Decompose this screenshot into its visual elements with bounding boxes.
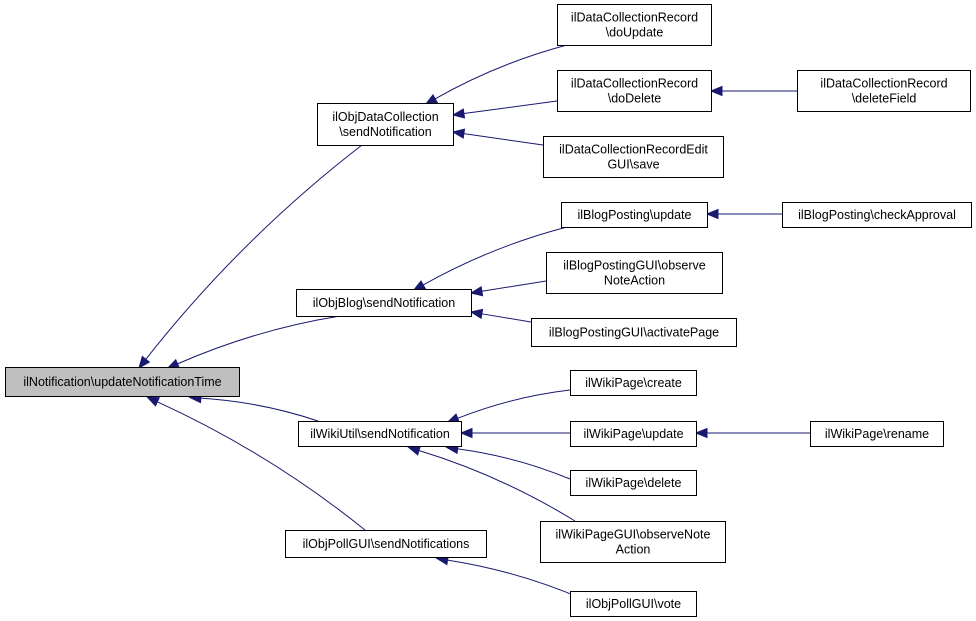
node-label-line: ilBlogPostingGUI\activatePage <box>549 326 719 340</box>
edges-layer <box>138 44 811 601</box>
node-label-line: GUI\save <box>607 158 659 172</box>
node-box <box>782 202 972 228</box>
node-blogpost-check[interactable]: ilBlogPosting\checkApproval <box>782 202 972 228</box>
edge-wiki_create-to-wikiutil_send <box>457 389 571 419</box>
node-label-line: ilDataCollectionRecord <box>820 77 947 91</box>
node-label-line: ilBlogPostingGUI\observe <box>563 259 705 273</box>
node-label-line: \sendNotification <box>339 125 431 139</box>
node-wikiutil-send[interactable]: ilWikiUtil\sendNotification <box>298 421 462 447</box>
node-label-line: ilNotification\updateNotificationTime <box>23 375 221 389</box>
node-label-line: ilWikiPage\rename <box>825 427 929 441</box>
node-objblog-send[interactable]: ilObjBlog\sendNotification <box>296 289 472 317</box>
node-label-line: ilObjPollGUI\vote <box>586 597 681 611</box>
edge-blogpostgui_activate-to-objblog_send <box>481 313 532 323</box>
node-box <box>797 70 971 112</box>
node-label-line: ilDataCollectionRecord <box>571 11 698 25</box>
arrowhead-dcr_deletefield-to-dcr_delete <box>709 85 723 97</box>
node-label-line: ilDataCollectionRecord <box>571 77 698 91</box>
node-label-line: ilBlogPosting\update <box>578 208 692 222</box>
node-box <box>570 591 697 617</box>
nodes-layer: ilNotification\updateNotificationTime ilO… <box>5 4 972 617</box>
node-dcr-delete[interactable]: ilDataCollectionRecord\doDelete <box>557 70 712 112</box>
edge-blogpostgui_observe-to-objblog_send <box>481 280 547 292</box>
node-poll-vote[interactable]: ilObjPollGUI\vote <box>570 591 697 617</box>
node-box <box>317 103 454 146</box>
node-label-line: ilObjPollGUI\sendNotifications <box>303 537 470 551</box>
arrowhead-blogpostgui_observe-to-objblog_send <box>469 286 484 297</box>
node-box <box>570 470 697 496</box>
arrowhead-blogpostgui_activate-to-objblog_send <box>469 308 484 320</box>
node-label-line: ilObjBlog\sendNotification <box>313 296 455 310</box>
node-label-line: ilWikiPage\create <box>585 376 682 390</box>
arrowhead-dcr_delete-to-objdc_send <box>451 108 466 119</box>
edge-poll_vote-to-poll_send <box>447 559 586 601</box>
node-label-line: ilBlogPosting\checkApproval <box>798 208 956 222</box>
node-box <box>570 370 697 396</box>
edge-wikigui_observe-to-wikiutil_send <box>418 450 576 522</box>
arrowhead-dcredit_save-to-objdc_send <box>451 128 466 139</box>
node-wiki-delete[interactable]: ilWikiPage\delete <box>570 470 697 496</box>
arrowhead-wikigui_observe-to-wikiutil_send <box>407 445 422 456</box>
node-label-line: ilWikiPage\update <box>583 427 683 441</box>
arrowhead-wiki_update-to-wikiutil_send <box>459 427 473 439</box>
node-label-line: Action <box>616 543 651 557</box>
node-label-line: \doDelete <box>608 92 662 106</box>
node-box <box>546 252 723 294</box>
edge-objblog_send-to-root <box>177 315 341 365</box>
edge-wiki_delete-to-wikiutil_send <box>457 448 571 480</box>
arrowhead-poll_send-to-root <box>146 396 160 407</box>
node-label-line: \deleteField <box>852 92 917 106</box>
node-label-line: ilObjDataCollection <box>332 110 438 124</box>
node-box <box>557 4 712 46</box>
node-wiki-update[interactable]: ilWikiPage\update <box>570 421 697 447</box>
node-label-line: \doUpdate <box>606 26 664 40</box>
node-label-line: ilWikiUtil\sendNotification <box>310 427 450 441</box>
node-box <box>570 421 697 447</box>
arrowhead-wiki_rename-to-wiki_update <box>694 427 708 439</box>
node-box <box>296 289 472 317</box>
edge-dcr_update-to-objdc_send <box>434 44 568 100</box>
node-dcr-deletefield[interactable]: ilDataCollectionRecord\deleteField <box>797 70 971 112</box>
node-box <box>298 421 462 447</box>
node-label-line: ilWikiPageGUI\observeNote <box>556 528 711 542</box>
node-label-line: ilWikiPage\delete <box>586 476 682 490</box>
node-poll-send[interactable]: ilObjPollGUI\sendNotifications <box>285 530 487 558</box>
node-box <box>5 367 240 397</box>
node-label-line: ilDataCollectionRecordEdit <box>559 143 708 157</box>
node-blogpostgui-activate[interactable]: ilBlogPostingGUI\activatePage <box>531 318 737 347</box>
arrowhead-dcr_update-to-objdc_send <box>424 94 439 105</box>
arrowhead-blogpost_check-to-blogpost_update <box>705 208 719 220</box>
node-box <box>285 530 487 558</box>
node-box <box>540 521 726 563</box>
node-dcr-update[interactable]: ilDataCollectionRecord\doUpdate <box>557 4 712 46</box>
node-box <box>531 318 737 347</box>
edge-dcredit_save-to-objdc_send <box>463 133 544 146</box>
node-box <box>557 70 712 112</box>
arrowhead-blogpost_update-to-objblog_send <box>412 280 427 291</box>
node-wiki-create[interactable]: ilWikiPage\create <box>570 370 697 396</box>
node-wiki-rename[interactable]: ilWikiPage\rename <box>810 421 944 447</box>
edge-blogpost_update-to-objblog_send <box>422 226 568 286</box>
node-root[interactable]: ilNotification\updateNotificationTime <box>5 367 240 397</box>
edge-poll_send-to-root <box>157 401 366 531</box>
node-box <box>543 136 724 178</box>
edge-dcr_delete-to-objdc_send <box>463 100 558 115</box>
node-box <box>561 202 708 228</box>
node-label-line: NoteAction <box>604 274 665 288</box>
node-blogpost-update[interactable]: ilBlogPosting\update <box>561 202 708 228</box>
arrowhead-objdc_send-to-root <box>138 355 151 369</box>
node-box <box>810 421 944 447</box>
node-objdc-send[interactable]: ilObjDataCollection\sendNotification <box>317 103 454 146</box>
edge-wikiutil_send-to-root <box>200 397 319 422</box>
edge-objdc_send-to-root <box>145 144 363 360</box>
